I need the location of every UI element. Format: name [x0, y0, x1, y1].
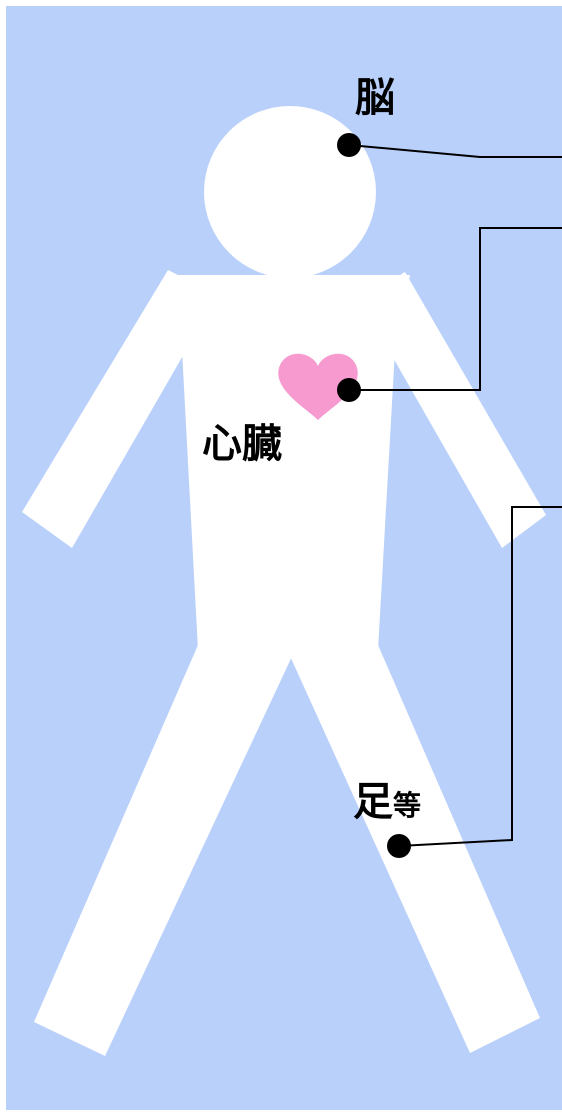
legs-label-suffix: 等	[393, 789, 422, 822]
heart-label: 心臓	[202, 421, 282, 467]
brain-leader-line	[348, 144, 562, 158]
brain-label: 脳	[355, 75, 395, 121]
heart-marker	[337, 378, 361, 402]
legs-label-main: 足	[353, 779, 393, 825]
legs-label: 足等	[353, 782, 421, 822]
head	[204, 106, 376, 278]
heart-shape	[278, 353, 358, 420]
right-leg	[285, 645, 540, 1053]
legs-leader-line	[398, 506, 562, 847]
left-leg	[34, 645, 295, 1056]
right-arm	[360, 272, 546, 548]
legs-marker	[387, 834, 411, 858]
heart-leader-line	[349, 227, 562, 391]
left-arm	[22, 270, 218, 548]
brain-marker	[337, 133, 361, 157]
